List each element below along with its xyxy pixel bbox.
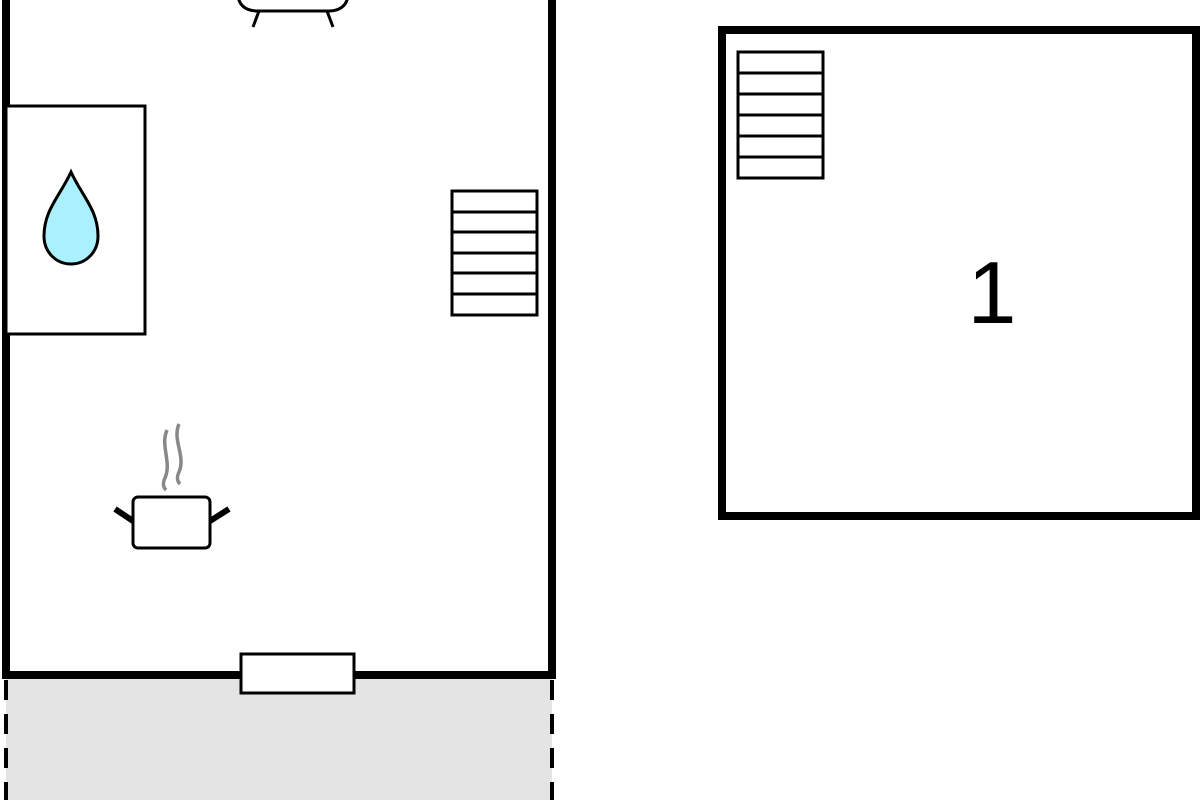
main-room-walls xyxy=(2,0,556,679)
chair-icon xyxy=(237,0,349,28)
room-1-walls xyxy=(718,26,1200,520)
stairs-icon xyxy=(450,189,539,317)
cooking-pot-icon xyxy=(113,423,231,550)
terrace-area xyxy=(4,675,554,800)
door-icon xyxy=(239,652,356,695)
room-1-label: 1 xyxy=(968,243,1017,342)
room-1-stairs-icon xyxy=(736,50,825,180)
water-drop-icon xyxy=(42,168,100,266)
